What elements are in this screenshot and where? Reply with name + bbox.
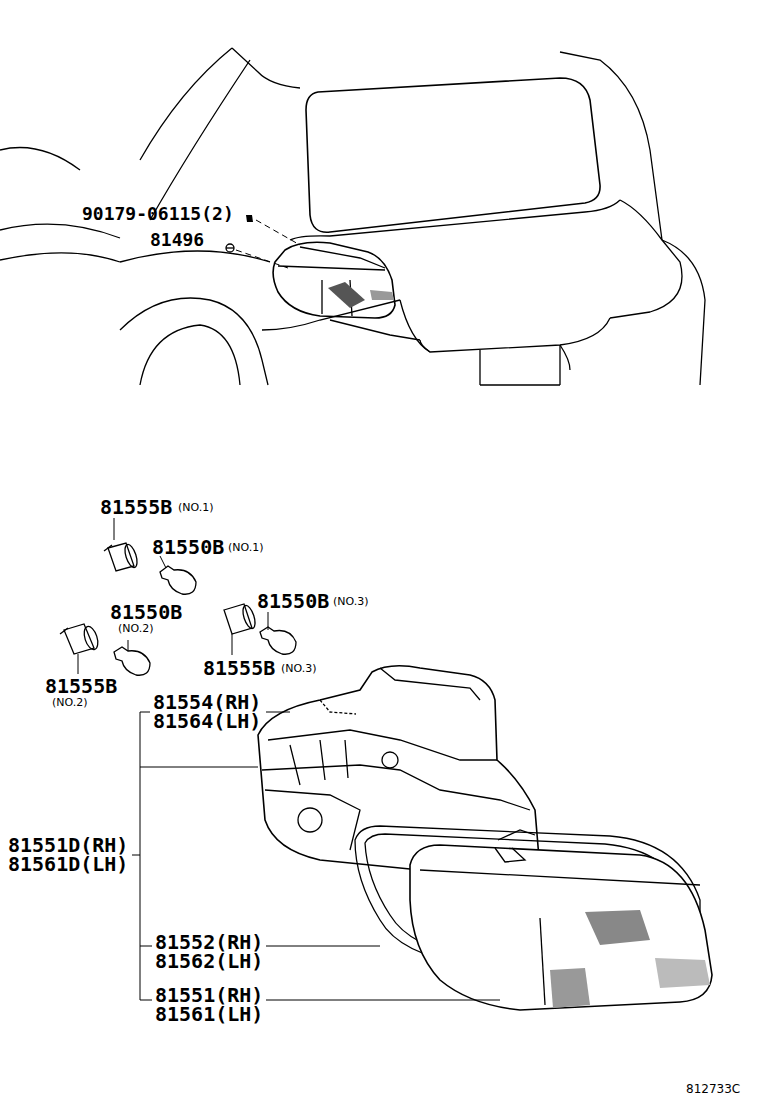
part-number: 81551D(RH)	[8, 835, 128, 855]
part-number: 81562(LH)	[155, 951, 263, 971]
car-body	[0, 48, 705, 385]
part-number: 90179-06115(2)	[82, 205, 234, 223]
position-note: (NO.3)	[333, 596, 369, 608]
position-note: (NO.1)	[228, 542, 264, 554]
part-number: 81551(RH)	[155, 985, 263, 1005]
part-number: 81555B	[100, 497, 172, 517]
tail-lamp-installed	[226, 215, 395, 318]
part-number: 81552(RH)	[155, 932, 263, 952]
part-number: 81550B	[152, 537, 224, 557]
part-number: 81555B	[45, 676, 117, 696]
leader-lines	[236, 220, 300, 268]
part-number: 81561D(LH)	[8, 854, 128, 874]
part-number: 81555B	[203, 658, 275, 678]
part-number: 81550B	[257, 591, 329, 611]
leader-lines	[78, 518, 500, 1000]
position-note: (NO.3)	[281, 663, 317, 675]
part-number: 81554(RH)	[153, 692, 261, 712]
diagram-code: 812733C	[686, 1082, 740, 1096]
position-note: (NO.1)	[178, 502, 214, 514]
position-note: (NO.2)	[118, 623, 154, 635]
lamp-lens	[410, 845, 712, 1010]
part-number: 81496	[150, 231, 204, 249]
part-number: 81564(LH)	[153, 711, 261, 731]
part-number: 81561(LH)	[155, 1004, 263, 1024]
part-number: 81550B	[110, 602, 182, 622]
position-note: (NO.2)	[52, 697, 88, 709]
